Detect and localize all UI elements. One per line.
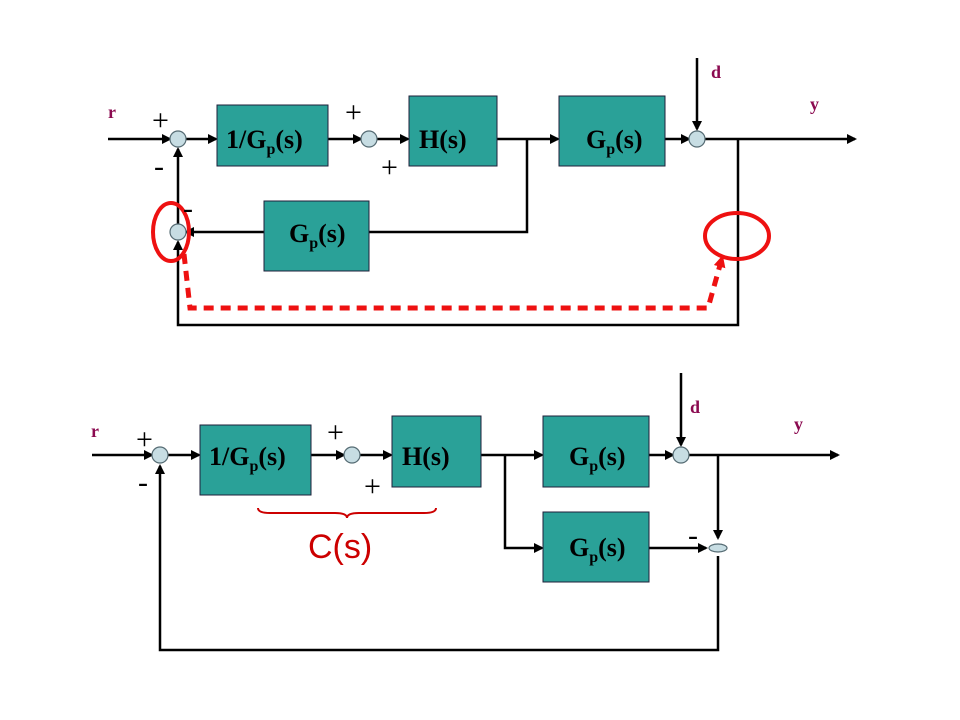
bottom-sum2-plus-top-sign: +	[327, 416, 344, 449]
bottom-r-label: r	[91, 421, 99, 441]
top-sum-junction-3	[688, 130, 706, 148]
bottom-feedback-wire	[155, 464, 720, 652]
top-output-feedback-wire	[173, 139, 740, 327]
top-sum1-minus-sign: -	[154, 150, 164, 183]
top-sum2-plus-bottom-sign: +	[381, 151, 398, 184]
bottom-h-block	[391, 415, 482, 488]
bottom-h-label: H(s)	[402, 442, 450, 471]
bottom-sum-junction-1	[151, 446, 169, 464]
top-y-label: y	[810, 94, 819, 114]
top-gp-label: Gp(s)	[586, 125, 643, 158]
top-inv-gp-block	[216, 104, 329, 167]
top-sum2-plus-top-sign: +	[345, 96, 362, 129]
top-h-branch-wire	[369, 139, 529, 234]
top-gp-block	[558, 95, 666, 167]
bottom-inv-gp-label: 1/Gp(s)	[209, 442, 286, 475]
bottom-controller-label: C(s)	[308, 528, 372, 566]
top-sum-junction-1b	[169, 223, 187, 241]
bottom-inv-gp-block	[199, 424, 312, 496]
bottom-sum2-plus-bottom-sign: +	[364, 470, 381, 503]
bottom-gp-model-block	[542, 511, 650, 583]
bottom-h-to-gp-model-wire	[503, 455, 544, 553]
top-sum-junction-1	[169, 130, 187, 148]
bottom-diagram: C(s) 1/Gp(s) H(s) Gp(s) Gp(s) r d y + - …	[91, 373, 840, 652]
top-inv-gp-label: 1/Gp(s)	[226, 125, 303, 158]
top-d-label: d	[711, 62, 721, 82]
top-sum-junction-2	[360, 130, 378, 148]
bottom-d-label: d	[690, 397, 700, 417]
top-gp-feedback-label: Gp(s)	[289, 219, 346, 252]
bottom-gp-label: Gp(s)	[569, 442, 626, 475]
bottom-sum-junction-2	[343, 446, 361, 464]
top-h-block	[408, 95, 498, 167]
top-diagram: 1/Gp(s) H(s) Gp(s) Gp(s) r d y + - - + +	[108, 58, 857, 327]
top-r-label: r	[108, 102, 116, 122]
top-highlight-circle-right	[703, 211, 771, 261]
bottom-sum4-minus-sign: -	[688, 519, 698, 552]
top-h-label: H(s)	[419, 125, 467, 154]
bottom-gp-block	[542, 415, 650, 488]
top-sum1-plus-sign: +	[152, 104, 169, 137]
bottom-controller-brace	[257, 507, 437, 519]
top-red-dashed-feedback-path	[181, 253, 726, 311]
bottom-sum-junction-3	[672, 446, 690, 464]
bottom-sum1-minus-sign: -	[138, 466, 148, 499]
top-highlight-circle-left	[151, 201, 191, 263]
bottom-y-label: y	[794, 414, 803, 434]
bottom-gp-model-label: Gp(s)	[569, 533, 626, 566]
top-gp-feedback-block	[263, 200, 370, 272]
bottom-sum-junction-4	[708, 543, 728, 553]
top-sum1b-minus-sign: -	[183, 192, 193, 225]
bottom-sum1-plus-sign: +	[136, 423, 153, 456]
